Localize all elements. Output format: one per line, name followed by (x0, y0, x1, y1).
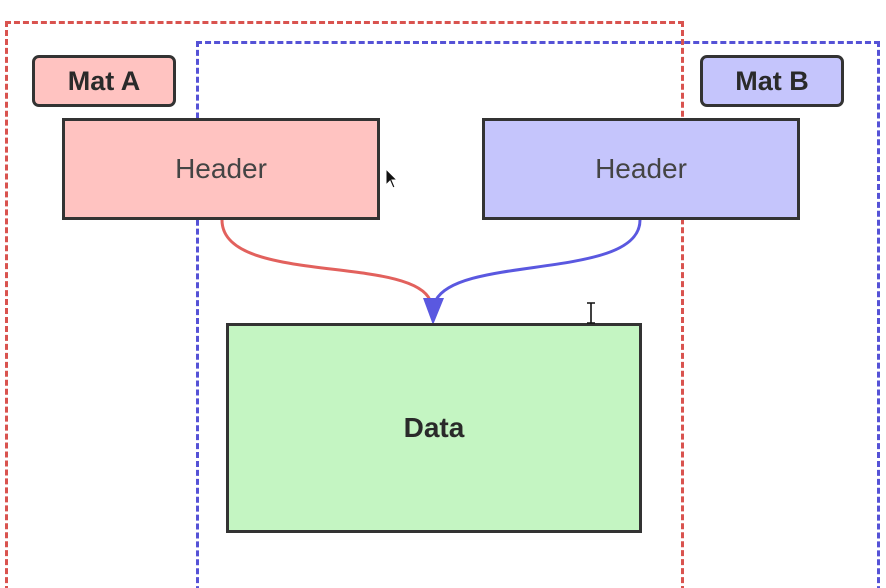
data-label: Data (403, 412, 465, 443)
header-a-node[interactable]: Header (62, 118, 380, 220)
header-b-node[interactable]: Header (482, 118, 800, 220)
ibeam-cursor-icon (587, 302, 595, 324)
arrow-cursor-icon (385, 168, 399, 189)
data-node[interactable]: Data (226, 323, 642, 533)
mat-b-region (196, 41, 880, 588)
mat-a-region (5, 21, 684, 588)
header-a-label: Header (175, 153, 267, 184)
mat-b-label: Mat B (700, 55, 844, 107)
mat-a-label: Mat A (32, 55, 176, 107)
header-b-label: Header (595, 153, 687, 184)
